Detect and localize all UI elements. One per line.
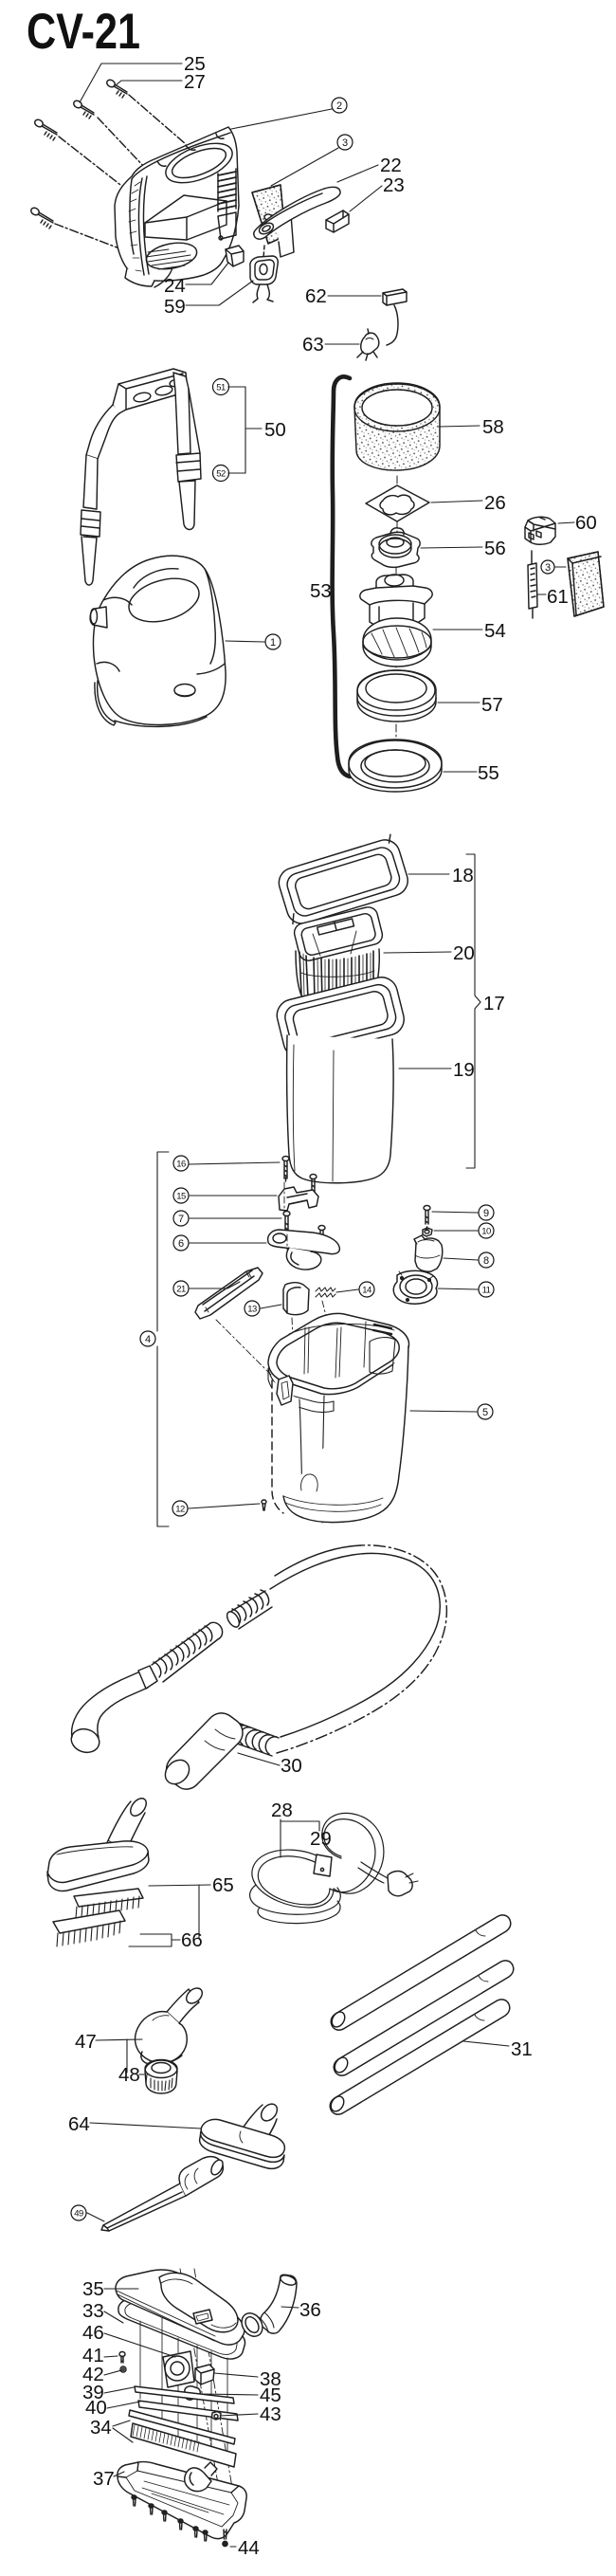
svg-text:CV-21: CV-21: [27, 4, 140, 60]
svg-text:41: 41: [82, 2345, 104, 2366]
svg-text:64: 64: [68, 2113, 90, 2135]
svg-text:52: 52: [216, 469, 226, 480]
svg-text:48: 48: [118, 2064, 140, 2086]
svg-text:65: 65: [212, 1874, 234, 1896]
svg-text:6: 6: [178, 1238, 184, 1250]
svg-text:57: 57: [481, 694, 503, 716]
svg-text:49: 49: [74, 2209, 83, 2220]
svg-text:38: 38: [260, 2368, 281, 2390]
svg-text:55: 55: [478, 762, 499, 784]
svg-text:56: 56: [484, 538, 506, 559]
svg-text:45: 45: [260, 2384, 281, 2406]
svg-text:5: 5: [482, 1407, 488, 1418]
svg-text:61: 61: [547, 586, 569, 608]
svg-text:2: 2: [336, 100, 342, 112]
svg-text:25: 25: [184, 53, 206, 75]
svg-text:22: 22: [380, 155, 402, 176]
svg-text:9: 9: [483, 1208, 489, 1219]
svg-text:1: 1: [270, 637, 276, 649]
svg-text:21: 21: [176, 1285, 186, 1295]
svg-text:53: 53: [310, 580, 332, 602]
svg-text:8: 8: [483, 1255, 489, 1267]
svg-text:10: 10: [481, 1227, 491, 1237]
svg-text:62: 62: [305, 285, 327, 307]
svg-text:12: 12: [175, 1505, 185, 1515]
svg-text:33: 33: [82, 2300, 104, 2322]
svg-text:50: 50: [264, 419, 286, 441]
svg-text:13: 13: [247, 1305, 257, 1315]
svg-text:34: 34: [90, 2417, 112, 2439]
svg-text:30: 30: [281, 1755, 302, 1777]
svg-text:15: 15: [176, 1192, 186, 1202]
svg-text:24: 24: [164, 275, 186, 297]
svg-text:36: 36: [299, 2299, 321, 2321]
svg-text:3: 3: [545, 562, 551, 574]
svg-text:17: 17: [483, 993, 505, 1014]
svg-text:16: 16: [176, 1160, 186, 1170]
svg-text:14: 14: [362, 1286, 371, 1296]
svg-text:54: 54: [484, 620, 506, 642]
svg-text:44: 44: [238, 2537, 260, 2559]
svg-text:4: 4: [145, 1334, 151, 1345]
svg-text:28: 28: [271, 1800, 293, 1821]
svg-text:37: 37: [93, 2468, 115, 2490]
svg-text:18: 18: [452, 865, 474, 886]
svg-text:46: 46: [82, 2322, 104, 2344]
svg-text:26: 26: [484, 492, 506, 514]
svg-text:40: 40: [85, 2397, 107, 2419]
svg-text:19: 19: [453, 1059, 475, 1081]
svg-text:35: 35: [82, 2278, 104, 2300]
svg-text:60: 60: [575, 512, 597, 534]
svg-text:47: 47: [75, 2031, 97, 2053]
svg-text:23: 23: [383, 174, 405, 196]
svg-text:58: 58: [482, 416, 504, 438]
svg-text:3: 3: [342, 137, 348, 149]
svg-text:59: 59: [164, 296, 186, 318]
svg-text:11: 11: [482, 1286, 491, 1296]
svg-text:63: 63: [302, 334, 324, 356]
svg-text:43: 43: [260, 2403, 281, 2425]
svg-text:42: 42: [82, 2364, 104, 2385]
svg-text:20: 20: [453, 942, 475, 964]
svg-text:29: 29: [310, 1828, 332, 1850]
svg-text:51: 51: [216, 383, 226, 393]
svg-text:66: 66: [181, 1929, 203, 1951]
svg-text:7: 7: [178, 1214, 184, 1225]
svg-text:31: 31: [511, 2038, 533, 2060]
svg-text:27: 27: [184, 71, 206, 93]
svg-text:39: 39: [82, 2382, 104, 2403]
